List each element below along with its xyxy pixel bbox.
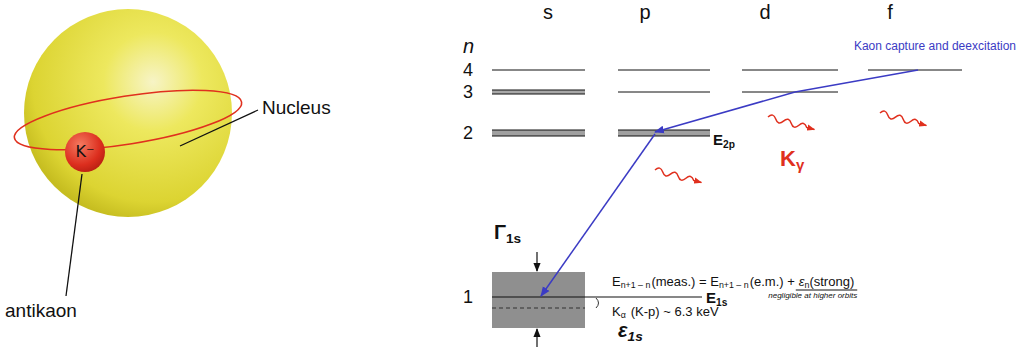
level-number: 1 [463, 287, 473, 308]
subscript-text: 1s [628, 329, 643, 344]
orbital-heading: s [543, 1, 553, 24]
cascade-line [795, 70, 918, 92]
label-text: Γ [494, 221, 506, 243]
level-number: 3 [463, 82, 473, 103]
level-band [492, 90, 585, 94]
label-text: K [612, 304, 621, 319]
level-band [618, 130, 710, 136]
formula: En+1 – n(meas.) = En+1 – n(e.m.) +εn(str… [612, 275, 854, 291]
antikaon-particle: K⁻ [65, 132, 105, 172]
width-arrow [536, 252, 537, 271]
xray-wave [767, 114, 815, 132]
level-line [618, 70, 710, 71]
width-arrow [536, 329, 537, 347]
label-text: Nucleus [262, 97, 331, 118]
level-line [742, 92, 838, 93]
label-text: d [759, 1, 770, 23]
shift-label: ε1s [618, 319, 643, 344]
subscript-text: 1s [506, 231, 521, 246]
width-label: Γ1s [494, 221, 521, 246]
level-line [492, 94, 585, 95]
part-label: antikaon [5, 300, 77, 322]
subscript-text: n+1 – n [621, 280, 651, 290]
subscript-text: n [805, 280, 810, 290]
process-note: Kaon capture and deexcitation [854, 40, 1016, 54]
subscript-text: 2p [723, 139, 735, 150]
label-text: 4 [463, 60, 473, 80]
orbital-heading: d [759, 1, 770, 24]
level-band [492, 130, 585, 136]
label-text: (e.m.) + [750, 274, 795, 289]
cascade-arrow [541, 134, 655, 296]
level-line [492, 70, 585, 71]
energy-label: E2p [713, 131, 735, 151]
label-text: ε [618, 319, 628, 341]
label-text: (strong) [809, 274, 854, 289]
orbital-heading: p [639, 1, 650, 24]
subscript-text: n+1 – n [719, 280, 749, 290]
formula-note: negligible at higher orbits [768, 291, 857, 300]
label-text: 1 [463, 287, 473, 307]
level-line [492, 296, 702, 297]
label-text: (meas.) = E [651, 274, 719, 289]
label-text: f [887, 1, 893, 23]
subscript-text: α [621, 310, 626, 320]
shift-bracket [596, 298, 599, 308]
level-number: 2 [463, 123, 473, 144]
level-line [492, 136, 585, 137]
level-line [618, 92, 710, 93]
energy-levels [492, 70, 962, 136]
level-line [492, 90, 585, 91]
cascade-arrow [655, 92, 795, 132]
level-line [492, 130, 585, 131]
formula: Kα (K-p) ~ 6.3 keV [612, 305, 719, 321]
leader-line [180, 110, 258, 146]
label-text: ε [799, 274, 805, 289]
label-text: 3 [463, 82, 473, 102]
label-text: 2 [463, 123, 473, 143]
label-text: E [612, 274, 621, 289]
label-text: negligible at higher orbits [768, 291, 857, 300]
xray-wave [654, 167, 702, 185]
energy-label: E1s [706, 289, 727, 309]
part-label: Nucleus [262, 97, 331, 119]
label-text: s [543, 1, 553, 23]
xray-label: Kγ [780, 146, 804, 173]
level-line [618, 136, 710, 137]
label-text: Kaon capture and deexcitation [854, 39, 1016, 53]
level-width-band [492, 272, 585, 328]
quantum-number-heading: n [463, 35, 474, 58]
label-text: E [706, 289, 716, 306]
particle-symbol: K⁻ [76, 144, 95, 160]
leader-line [66, 174, 82, 296]
label-text: antikaon [5, 300, 77, 321]
shifted-level-line [492, 307, 585, 308]
level-number: 4 [463, 60, 473, 81]
subscript-text: 1s [716, 297, 727, 308]
kaon-orbit [11, 78, 246, 161]
xray-wave [879, 110, 927, 128]
label-text: K [780, 146, 796, 171]
label-text: (K-p) ~ 6.3 keV [631, 304, 719, 319]
label-text: p [639, 1, 650, 23]
label-text: E [713, 131, 723, 148]
orbital-heading: f [887, 1, 893, 24]
subscript-text: γ [796, 156, 804, 173]
label-text: n [463, 35, 474, 57]
level-line [742, 70, 838, 71]
